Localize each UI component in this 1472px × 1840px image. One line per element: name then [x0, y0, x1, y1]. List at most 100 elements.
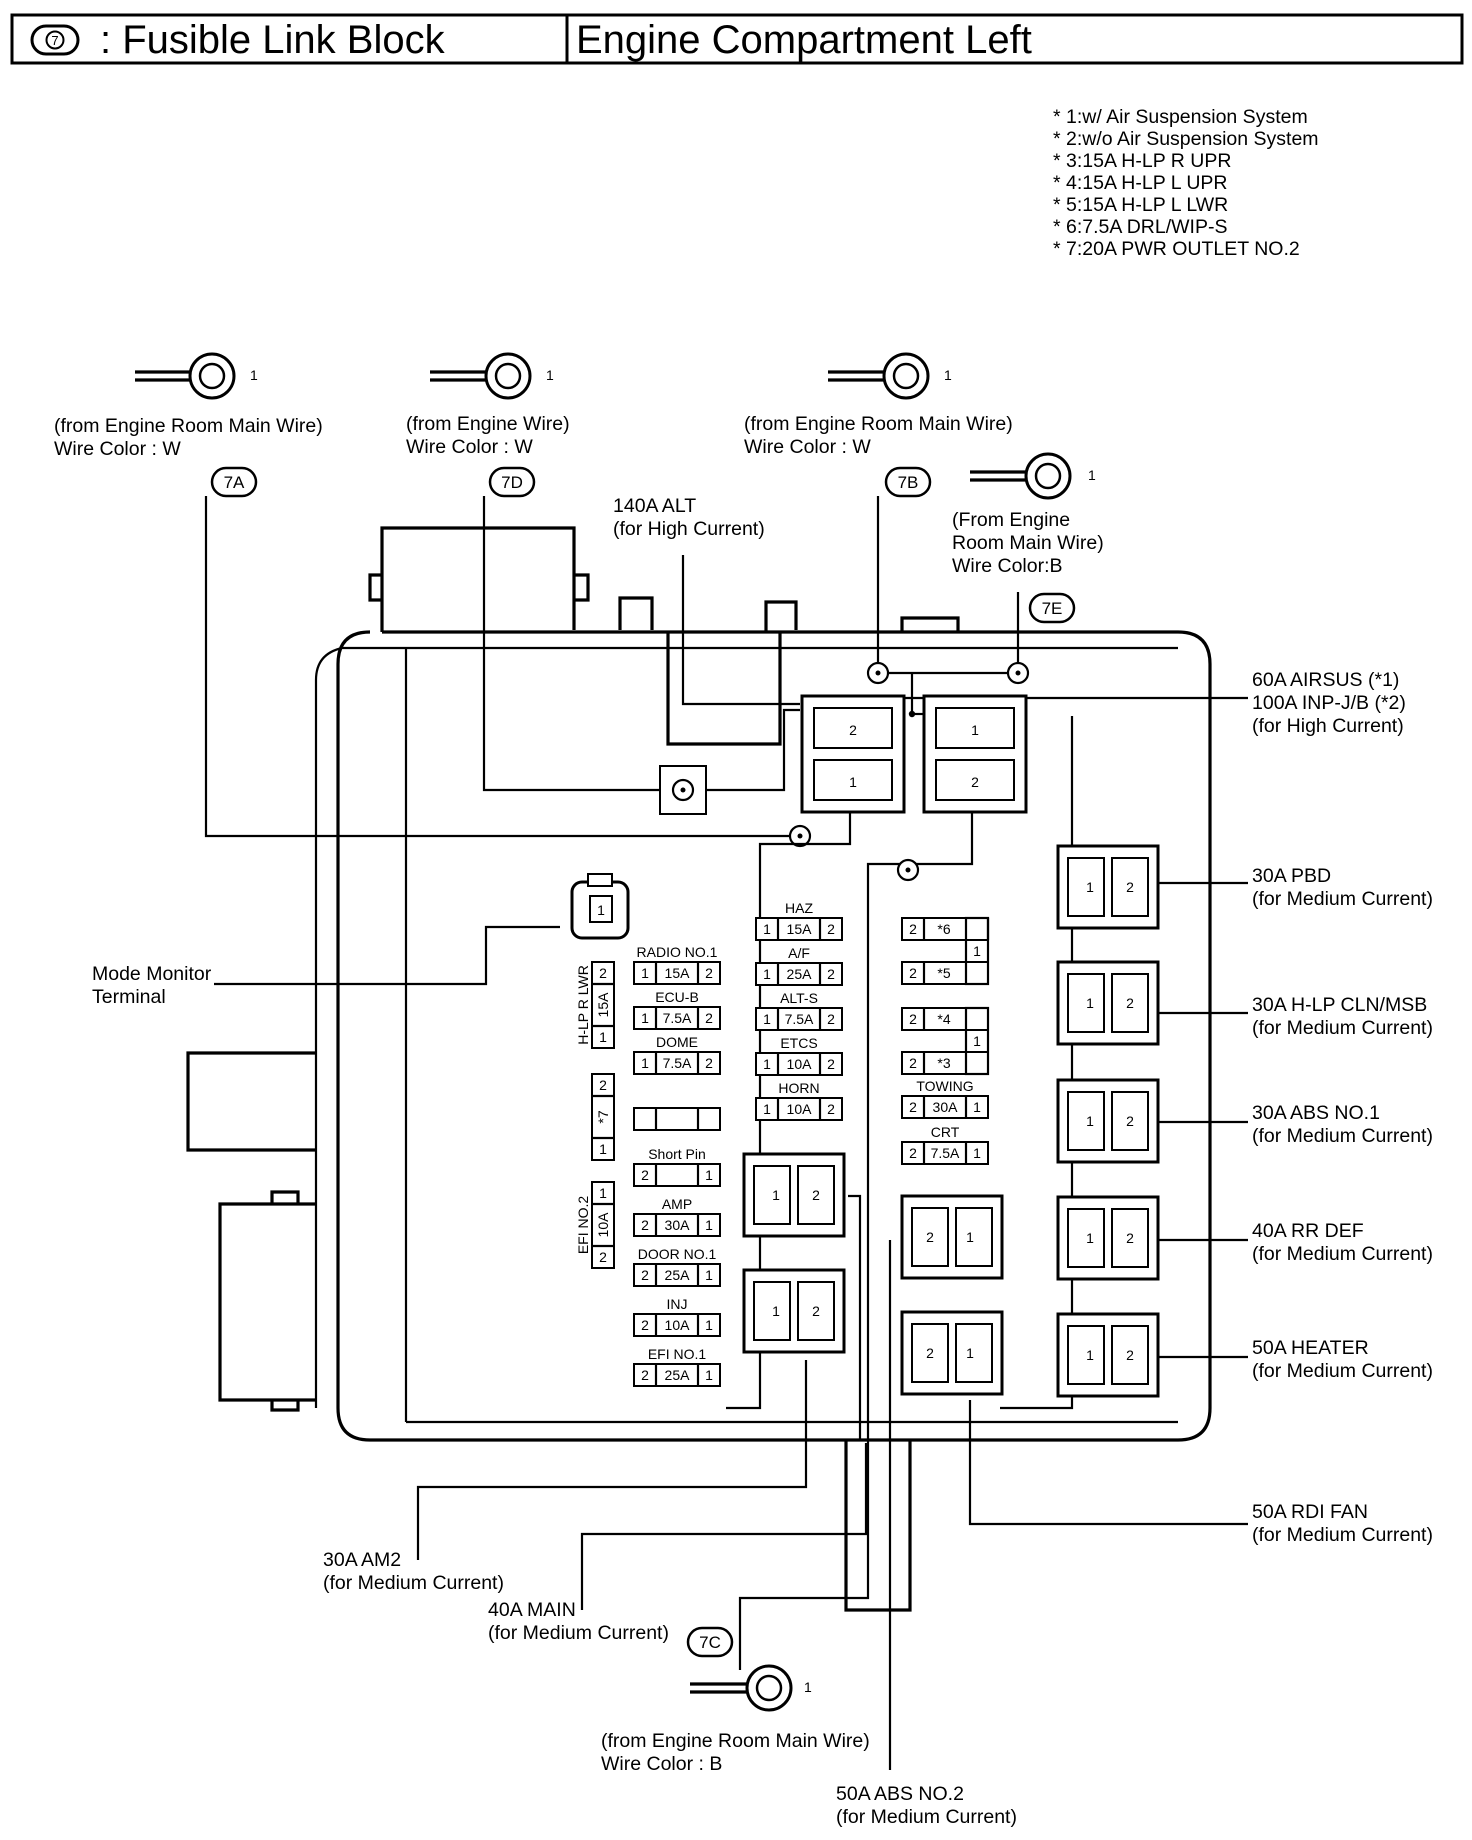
mini-fuse-pin: 1 — [763, 1101, 771, 1117]
connector-id-7E: 7E — [1028, 592, 1076, 624]
callout-airsus-sub: (for High Current) — [1252, 715, 1404, 737]
svg-text:2: 2 — [909, 1011, 917, 1027]
callout-rrdef-title: 40A RR DEF — [1252, 1220, 1364, 1242]
mini-fuse-name: ETCS — [780, 1035, 817, 1051]
connector-7C-color: Wire Color : B — [601, 1753, 722, 1775]
svg-text:H-LP R LWR: H-LP R LWR — [575, 965, 591, 1045]
mini-fuse-pin: 1 — [763, 966, 771, 982]
svg-text:7E: 7E — [1042, 599, 1063, 618]
mini-fuse-rating: 7.5A — [785, 1011, 814, 1027]
mini-fuse-pin: 1 — [705, 1367, 713, 1383]
mini-fuse-pin: 1 — [763, 1011, 771, 1027]
svg-text:7D: 7D — [501, 473, 523, 492]
terminal-pin: 1 — [250, 367, 258, 383]
mini-fuse-rating: 10A — [787, 1101, 813, 1117]
mini-fuse-pin: 2 — [909, 1145, 917, 1161]
mini-fuse-pin: 2 — [705, 1055, 713, 1071]
fuse-abs-no2: 2 1 — [900, 1194, 1004, 1280]
callout-rdi-title: 50A RDI FAN — [1252, 1501, 1368, 1523]
mini-fuse-name: RADIO NO.1 — [637, 944, 718, 960]
fuse-hlp-cln: 1 2 — [1056, 960, 1160, 1046]
mini-fuse-pin: 2 — [641, 1317, 649, 1333]
terminal-pin: 1 — [546, 367, 554, 383]
mini-fuse-pin: 2 — [827, 1056, 835, 1072]
callout-alt-sub: (for High Current) — [613, 518, 765, 540]
mini-fuse-name: DOOR NO.1 — [638, 1246, 717, 1262]
svg-text:1: 1 — [966, 1345, 974, 1361]
svg-text:2: 2 — [812, 1187, 820, 1203]
callout-labels: 140A ALT (for High Current) 60A AIRSUS (… — [92, 495, 1433, 1828]
mini-fuse-pin: 1 — [705, 1317, 713, 1333]
mini-fuse-pin: 2 — [705, 1010, 713, 1026]
mode-monitor-terminal-connector: 1 — [570, 873, 630, 940]
mini-fuse-name: INJ — [667, 1296, 688, 1312]
mini-fuse-pin: 2 — [705, 965, 713, 981]
mini-fuse-pin: 2 — [641, 1267, 649, 1283]
mini-fuse: INJ 2 10A 1 — [633, 1296, 721, 1337]
svg-text:2: 2 — [812, 1303, 820, 1319]
mini-fuse-name: HORN — [778, 1080, 819, 1096]
mini-fuse-rating: 7.5A — [931, 1145, 960, 1161]
svg-text:2: 2 — [926, 1229, 934, 1245]
svg-text:1: 1 — [599, 1029, 607, 1045]
mini-fuse-pin: 2 — [827, 1011, 835, 1027]
svg-text:1: 1 — [849, 774, 857, 790]
mini-fuse-pin: 1 — [763, 1056, 771, 1072]
svg-text:2: 2 — [1126, 995, 1134, 1011]
note-line: * 6:7.5A DRL/WIP-S — [1053, 216, 1227, 238]
mini-fuse-pin: 1 — [763, 921, 771, 937]
fuse-am2: 1 2 — [742, 1268, 846, 1354]
mini-fuse-pin: 2 — [827, 921, 835, 937]
fuse-main: 1 2 — [742, 1152, 846, 1238]
mini-fuse-name: Short Pin — [648, 1146, 706, 1162]
mini-fuse-name: AMP — [662, 1196, 692, 1212]
svg-text:2: 2 — [926, 1345, 934, 1361]
svg-text:1: 1 — [599, 1185, 607, 1201]
svg-text:1: 1 — [971, 722, 979, 738]
callout-abs2-title: 50A ABS NO.2 — [836, 1783, 964, 1805]
svg-text:1: 1 — [1086, 879, 1094, 895]
mini-fuse: ETCS 1 10A 2 — [755, 1035, 843, 1076]
mini-fuse-pin: 1 — [705, 1167, 713, 1183]
callout-heater-sub: (for Medium Current) — [1252, 1360, 1433, 1382]
mini-fuse-rating: 10A — [665, 1317, 691, 1333]
svg-text:2: 2 — [599, 1249, 607, 1265]
ring-terminal-7A: 1 — [135, 352, 258, 400]
header-badge-number: 7 — [51, 33, 58, 48]
mini-fuse-rating: 30A — [665, 1217, 691, 1233]
callout-heater-title: 50A HEATER — [1252, 1337, 1369, 1359]
connector-id-7D: 7D — [488, 466, 536, 498]
fuse-rr-def: 1 2 — [1056, 1195, 1160, 1281]
mini-fuse-name: HAZ — [785, 900, 813, 916]
note-line: * 3:15A H-LP R UPR — [1053, 150, 1231, 172]
connector-7E-source2: Room Main Wire) — [952, 532, 1104, 554]
svg-text:1: 1 — [597, 902, 605, 918]
mini-fuse-name: ECU-B — [655, 989, 699, 1005]
svg-text:1: 1 — [599, 1141, 607, 1157]
callout-abs1-title: 30A ABS NO.1 — [1252, 1102, 1380, 1124]
connector-7D-color: Wire Color : W — [406, 436, 533, 458]
callout-lines — [204, 496, 1248, 1770]
connector-id-7C: 7C — [686, 1626, 734, 1658]
mini-fuse-rating: 10A — [787, 1056, 813, 1072]
svg-text:15A: 15A — [595, 992, 611, 1018]
svg-text:7B: 7B — [898, 473, 919, 492]
mini-fuse-pin: 1 — [973, 1099, 981, 1115]
callout-am2-title: 30A AM2 — [323, 1549, 401, 1571]
svg-text:2: 2 — [1126, 1230, 1134, 1246]
connector-7D-source: (from Engine Wire) — [406, 413, 570, 435]
fuse-rdi-fan: 2 1 — [900, 1310, 1004, 1396]
fuse-heater: 1 2 — [1056, 1312, 1160, 1398]
svg-text:1: 1 — [973, 943, 981, 959]
mini-fuse-rating: 25A — [665, 1367, 691, 1383]
